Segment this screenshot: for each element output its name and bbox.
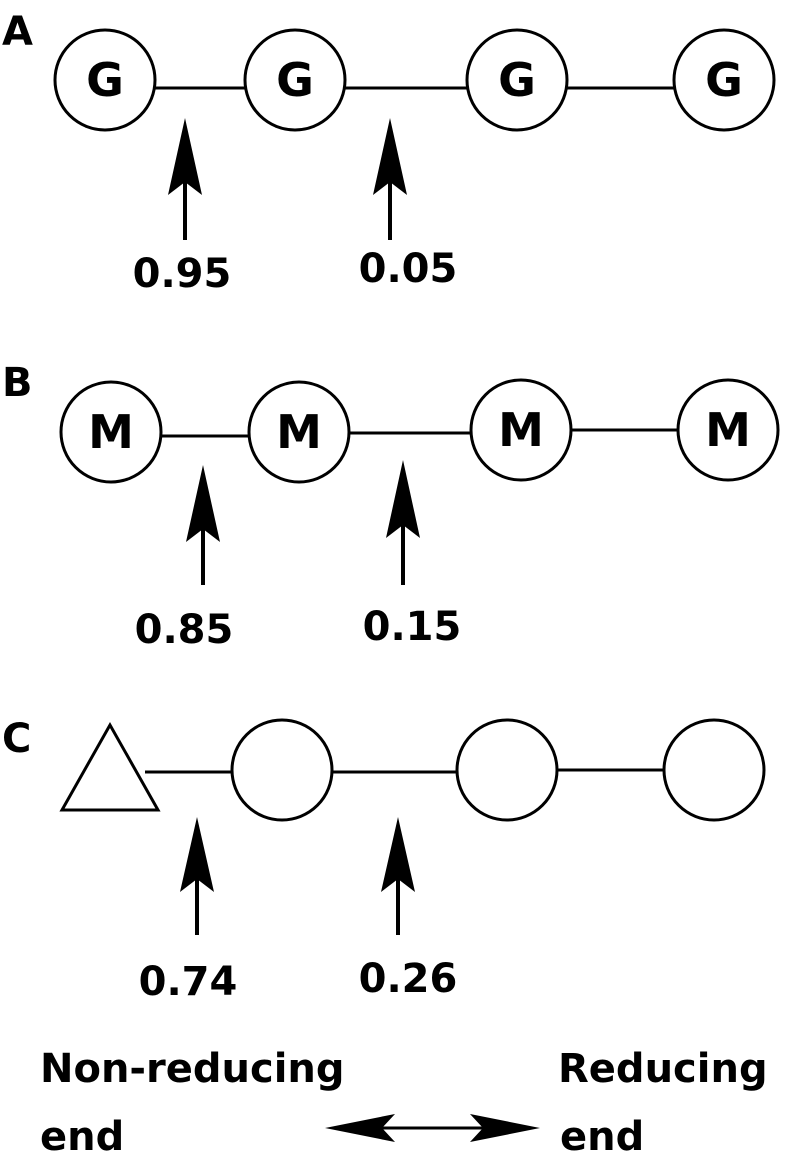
mannose-node-4 (676, 378, 780, 482)
mannose-node-4-letter: M (705, 403, 751, 457)
cleavage-value-c-1: 0.74 (139, 959, 238, 1005)
mannose-node-2 (247, 380, 351, 484)
cleavage-value-b-1: 0.85 (135, 607, 234, 653)
cleavage-arrow-b-2 (386, 460, 420, 585)
end-legend: Non-reducing end Reducing end (40, 1046, 768, 1160)
panel-a: A G G G G 0.95 0.05 (2, 9, 776, 297)
panel-label-c: C (2, 716, 31, 762)
mannose-node-1 (59, 380, 163, 484)
panel-b: B M M M M 0.85 0.15 (2, 360, 780, 653)
triangle-node (59, 721, 161, 812)
cleavage-value-b-2: 0.15 (363, 604, 462, 650)
ring-node-4 (662, 718, 766, 822)
glucose-node-2-letter: G (276, 53, 314, 107)
glucose-node-1-letter: G (86, 53, 124, 107)
glucose-node-4-letter: G (705, 53, 743, 107)
cleavage-value-a-2: 0.05 (359, 246, 458, 292)
non-reducing-end-label-line2: end (40, 1114, 124, 1160)
cleavage-arrow-c-2 (381, 817, 415, 935)
cleavage-arrow-b-1 (186, 465, 220, 585)
mannose-node-2-letter: M (276, 405, 322, 459)
panel-c: C 0.74 0.26 (2, 716, 766, 1005)
cleavage-arrow-a-1 (168, 118, 202, 240)
glucose-node-2 (243, 28, 347, 132)
glucose-node-1 (53, 28, 157, 132)
reducing-end-label-line2: end (560, 1114, 644, 1160)
panel-label-b: B (2, 360, 33, 406)
cleavage-value-c-2: 0.26 (359, 956, 458, 1002)
glucose-node-3-letter: G (498, 53, 536, 107)
double-headed-arrow (325, 1114, 540, 1142)
non-reducing-end-label-line1: Non-reducing (40, 1046, 345, 1092)
panel-label-a: A (2, 9, 33, 55)
cleavage-arrow-a-2 (373, 118, 407, 240)
mannose-node-3-letter: M (498, 403, 544, 457)
ring-node-3 (455, 718, 559, 822)
mannose-node-3 (469, 378, 573, 482)
mannose-node-1-letter: M (88, 405, 134, 459)
glucose-node-3 (465, 28, 569, 132)
cleavage-arrow-c-1 (180, 817, 214, 935)
glucose-node-4 (672, 28, 776, 132)
ring-node-2 (230, 718, 334, 822)
cleavage-value-a-1: 0.95 (133, 251, 232, 297)
reducing-end-label-line1: Reducing (558, 1046, 768, 1092)
